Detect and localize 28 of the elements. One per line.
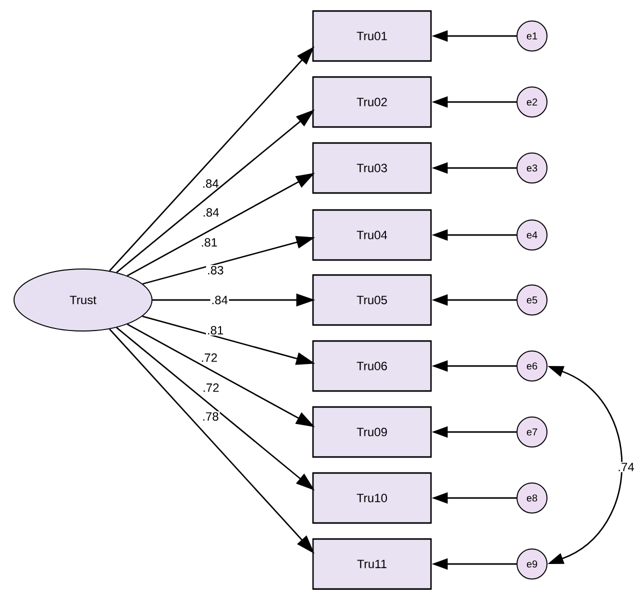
edge-label: .84 <box>202 207 220 218</box>
edge-label: .72 <box>202 382 220 393</box>
observed-variable-box: Tru11 <box>312 538 432 590</box>
observed-variable-box: Tru02 <box>312 76 432 128</box>
edge-label: .72 <box>200 352 218 363</box>
edge-label: .83 <box>206 264 225 276</box>
edge-label: .78 <box>201 411 220 422</box>
edge-label: .81 <box>206 325 225 336</box>
observed-variable-box: Tru09 <box>312 406 432 458</box>
edge-label: .84 <box>201 178 220 189</box>
edge-label: .81 <box>200 237 218 248</box>
observed-variable-box: Tru04 <box>312 209 432 261</box>
arrow <box>116 326 314 490</box>
arrow <box>142 236 314 285</box>
arrow <box>108 328 314 553</box>
observed-variable-box: Tru05 <box>312 274 432 326</box>
observed-variable-box: Tru01 <box>312 10 432 62</box>
edge-label: .84 <box>210 294 229 306</box>
arrow <box>108 47 314 272</box>
arrow <box>126 324 314 427</box>
arrow <box>126 173 314 276</box>
observed-variable-box: Tru03 <box>312 142 432 194</box>
edge-label: .74 <box>616 462 636 472</box>
observed-variable-box: Tru10 <box>312 472 432 524</box>
arrow <box>142 316 314 365</box>
arrow <box>152 294 314 306</box>
arrow <box>116 110 314 274</box>
observed-variable-box: Tru06 <box>312 340 432 392</box>
